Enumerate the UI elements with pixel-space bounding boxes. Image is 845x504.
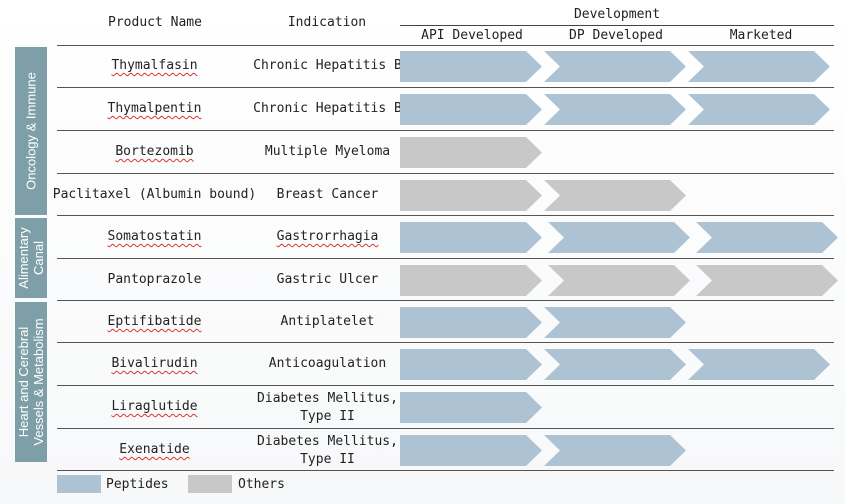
row-separator: [57, 300, 834, 301]
stage-arrow: [400, 222, 542, 253]
product-name-cell: Paclitaxel (Albumin bound): [52, 186, 257, 204]
stage-arrow: [400, 180, 542, 211]
stage-arrow: [696, 222, 838, 253]
stage-arrow: [400, 94, 542, 125]
indication-cell: Multiple Myeloma: [250, 143, 405, 161]
product-name: Bortezomib: [115, 144, 194, 159]
stage-arrow: [544, 180, 686, 211]
indication-text: Anticoagulation: [268, 356, 387, 371]
row-separator: [57, 215, 834, 216]
stage-arrow: [544, 349, 686, 380]
development-underline: [400, 25, 834, 26]
row-separator: [57, 385, 834, 386]
indication-text: Type II: [300, 409, 355, 424]
indication-text: Chronic Hepatitis B: [253, 58, 402, 73]
indication-text: Diabetes Mellitus,: [257, 391, 398, 406]
product-name-cell: Bivalirudin: [52, 355, 257, 373]
indication-cell: Gastric Ulcer: [250, 271, 405, 289]
indication-text: Diabetes Mellitus,: [257, 434, 398, 449]
stage-arrow: [544, 94, 686, 125]
stage-arrow: [688, 94, 830, 125]
legend-swatch-peptides: [57, 475, 101, 493]
stage-arrow: [544, 51, 686, 82]
stage-arrow: [400, 51, 542, 82]
legend-swatch-others: [188, 475, 232, 493]
stage-arrow: [400, 349, 542, 380]
product-name-header: Product Name: [108, 15, 202, 30]
indication-text: Gastric Ulcer: [276, 272, 379, 287]
product-name-cell: Pantoprazole: [52, 271, 257, 289]
indication-text: Type II: [300, 452, 355, 467]
indication-cell: Antiplatelet: [250, 313, 405, 331]
product-name-cell: Eptifibatide: [52, 313, 257, 331]
stage-arrow: [400, 137, 542, 168]
stage-header-api: API Developed: [421, 28, 523, 43]
indication-cell: Breast Cancer: [250, 186, 405, 204]
row-separator: [57, 173, 834, 174]
product-name: Eptifibatide: [107, 314, 202, 329]
product-name-cell: Somatostatin: [52, 228, 257, 246]
stage-arrow: [696, 265, 838, 296]
indication-cell: Anticoagulation: [250, 355, 405, 373]
indication-text: Antiplatelet: [280, 314, 375, 329]
row-separator: [57, 342, 834, 343]
stage-arrow: [548, 265, 690, 296]
indication-text: Multiple Myeloma: [264, 144, 391, 159]
indication-cell: Diabetes Mellitus, Type II: [250, 433, 405, 469]
stage-arrow: [688, 349, 830, 380]
row-separator: [57, 470, 834, 471]
product-name-cell: Bortezomib: [52, 143, 257, 161]
stage-arrow: [688, 51, 830, 82]
row-separator: [57, 87, 834, 88]
row-separator: [57, 258, 834, 259]
row-separator: [57, 130, 834, 131]
product-name: Thymalfasin: [111, 58, 198, 73]
product-name: Pantoprazole: [107, 272, 202, 287]
stage-header-dp: DP Developed: [569, 28, 663, 43]
product-name: Paclitaxel (Albumin bound): [52, 187, 257, 202]
product-name-cell: Exenatide: [52, 441, 257, 459]
indication-cell: Chronic Hepatitis B: [250, 100, 405, 118]
stage-header-marketed: Marketed: [729, 28, 793, 43]
product-name: Bivalirudin: [111, 356, 198, 371]
stage-arrow: [400, 265, 542, 296]
indication-cell: Gastrorrhagia: [250, 228, 405, 246]
indication-header: Indication: [287, 15, 367, 30]
group-label-heart: Heart and Cerebral Vessels & Metabolism: [15, 302, 47, 462]
legend-label-peptides: Peptides: [106, 477, 169, 492]
row-separator: [57, 428, 834, 429]
stage-arrow: [544, 435, 686, 466]
indication-text: Chronic Hepatitis B: [253, 101, 402, 116]
stage-arrow: [548, 222, 690, 253]
stage-arrow: [544, 307, 686, 338]
group-label-oncology: Oncology & Immune: [15, 47, 47, 215]
stage-arrow: [400, 307, 542, 338]
indication-cell: Diabetes Mellitus, Type II: [250, 390, 405, 426]
indication-text: Gastrorrhagia: [276, 229, 379, 244]
legend-label-others: Others: [238, 477, 285, 492]
stage-arrow: [400, 435, 542, 466]
indication-cell: Chronic Hepatitis B: [250, 57, 405, 75]
row-separator: [57, 45, 834, 46]
product-name-cell: Liraglutide: [52, 398, 257, 416]
product-name: Exenatide: [119, 442, 190, 457]
product-name: Thymalpentin: [107, 101, 202, 116]
group-label-alimentary: Alimentary Canal: [15, 218, 47, 298]
stage-arrow: [400, 392, 542, 423]
development-header: Development: [573, 7, 661, 22]
product-name: Somatostatin: [107, 229, 202, 244]
product-name-cell: Thymalpentin: [52, 100, 257, 118]
indication-text: Breast Cancer: [276, 187, 379, 202]
product-name-cell: Thymalfasin: [52, 57, 257, 75]
product-name: Liraglutide: [111, 399, 198, 414]
